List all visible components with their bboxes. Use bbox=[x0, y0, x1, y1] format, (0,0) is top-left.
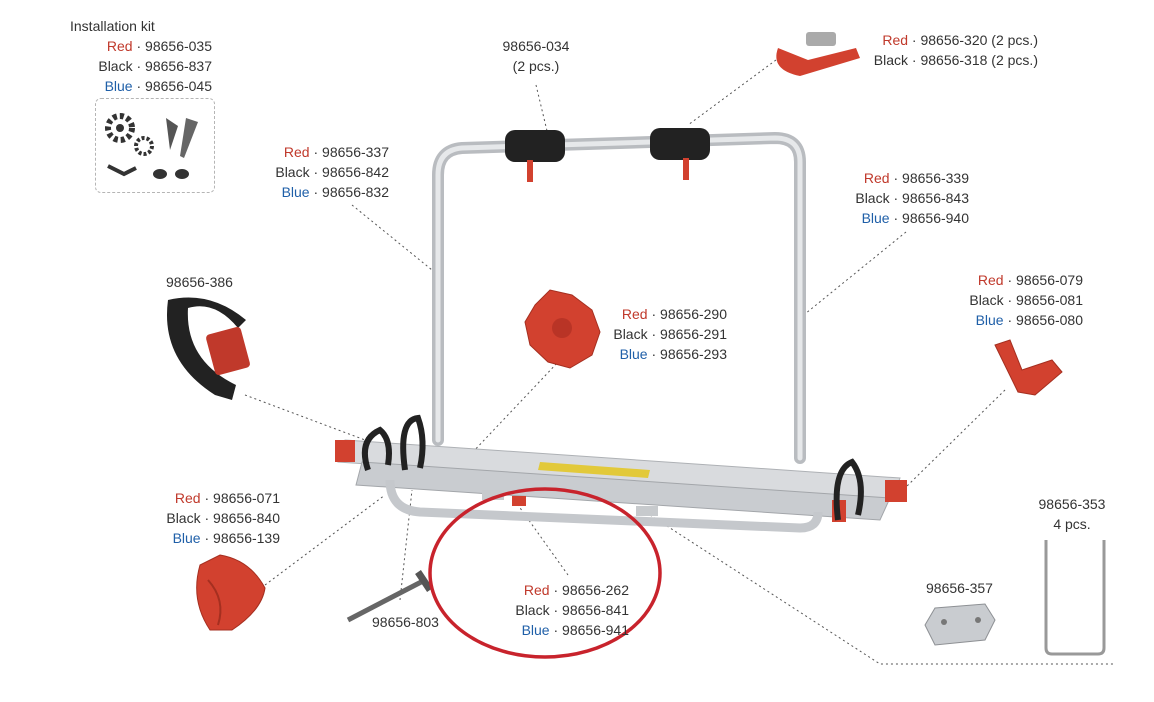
knob-label: Red · 98656-290 Black · 98656-291 Blue ·… bbox=[613, 306, 727, 362]
end-cap-color-blue: Blue bbox=[975, 312, 1004, 328]
highlight-code-black: 98656-841 bbox=[562, 602, 629, 618]
frame-right-color-blue: Blue bbox=[861, 210, 890, 226]
u-bolt-label: 98656-353 4 pcs. bbox=[1022, 494, 1122, 534]
plate-label: 98656-357 bbox=[926, 578, 993, 598]
frame-right-color-black: Black bbox=[855, 190, 890, 206]
wheel-cup-code-black: 98656-840 bbox=[213, 510, 280, 526]
u-bolt-code: 98656-353 bbox=[1038, 496, 1106, 512]
wheel-strap-label: 98656-386 bbox=[166, 272, 233, 292]
leader-strap-clamp bbox=[535, 84, 549, 136]
knob-code-red: 98656-290 bbox=[660, 306, 727, 322]
wheel-cup-color-red: Red bbox=[174, 490, 201, 506]
leader-wheel-strap bbox=[244, 394, 366, 441]
washer-icon bbox=[153, 169, 167, 179]
frame-left-code-black: 98656-842 bbox=[322, 164, 389, 180]
frame-left-code-red: 98656-337 bbox=[322, 144, 389, 160]
knob-color-blue: Blue bbox=[619, 346, 648, 362]
gear-icon-small bbox=[134, 136, 154, 156]
leader-bolt bbox=[399, 489, 413, 601]
knob-code-black: 98656-291 bbox=[660, 326, 727, 342]
holder-color-black: Black bbox=[873, 52, 909, 68]
installation-kit-box bbox=[95, 98, 215, 193]
wheel-cup-code-red: 98656-071 bbox=[213, 490, 280, 506]
wheel-cup-part bbox=[196, 554, 266, 631]
end-cap-code-blue: 98656-080 bbox=[1016, 312, 1083, 328]
bike-rack-frame bbox=[335, 128, 907, 533]
kit-color-red: Red bbox=[106, 38, 133, 54]
end-cap-code-black: 98656-081 bbox=[1016, 292, 1083, 308]
leader-u-bolt bbox=[649, 514, 1115, 665]
knob-code-blue: 98656-293 bbox=[660, 346, 727, 362]
installation-kit-icons bbox=[105, 113, 198, 179]
leader-frame-left bbox=[351, 204, 433, 271]
u-bolt-qty: 4 pcs. bbox=[1053, 516, 1091, 532]
wheel-cup-code-blue: 98656-139 bbox=[213, 530, 280, 546]
wheel-strap-part bbox=[166, 297, 250, 400]
end-cap-color-black: Black bbox=[969, 292, 1004, 308]
frame-left-color-red: Red bbox=[283, 144, 310, 160]
wheel-cup-color-blue: Blue bbox=[172, 530, 201, 546]
frame-left-code-blue: 98656-832 bbox=[322, 184, 389, 200]
kit-code-red: 98656-035 bbox=[145, 38, 212, 54]
end-cap-part bbox=[994, 339, 1063, 396]
frame-right-color-red: Red bbox=[863, 170, 890, 186]
highlight-code-red: 98656-262 bbox=[562, 582, 629, 598]
screw-icon-2 bbox=[180, 118, 198, 158]
holder-code-black: 98656-318 (2 pcs.) bbox=[920, 52, 1038, 68]
leader-knob bbox=[469, 359, 561, 456]
knob-color-black: Black bbox=[613, 326, 648, 342]
strap-clamp-qty: (2 pcs.) bbox=[512, 58, 560, 74]
bolt-label: 98656-803 bbox=[372, 612, 439, 632]
leader-end-cap bbox=[904, 389, 1006, 489]
holder-strap-part bbox=[776, 32, 860, 76]
strap-clamp-label: 98656-034 (2 pcs.) bbox=[486, 36, 586, 76]
end-cap-label: Red · 98656-079 Black · 98656-081 Blue ·… bbox=[969, 272, 1083, 328]
plate-code: 98656-357 bbox=[926, 580, 993, 596]
frame-left-color-black: Black bbox=[275, 164, 310, 180]
leader-holder-top bbox=[687, 59, 777, 126]
long-bolt-part bbox=[346, 570, 433, 623]
end-cap-color-red: Red bbox=[977, 272, 1004, 288]
leader-wheel-cup bbox=[264, 494, 386, 586]
highlight-color-black: Black bbox=[515, 602, 550, 618]
bolt-code: 98656-803 bbox=[372, 614, 439, 630]
leader-frame-right bbox=[799, 231, 907, 319]
frame-left-color-blue: Blue bbox=[281, 184, 310, 200]
frame-right-code-black: 98656-843 bbox=[902, 190, 969, 206]
kit-color-blue: Blue bbox=[104, 78, 133, 94]
washer-icon-2 bbox=[175, 169, 189, 179]
frame-right-code-blue: 98656-940 bbox=[902, 210, 969, 226]
knob-part bbox=[524, 289, 601, 369]
installation-kit-title: Installation kit bbox=[70, 18, 155, 34]
kit-color-black: Black bbox=[98, 58, 133, 74]
highlight-color-blue: Blue bbox=[521, 622, 550, 638]
knob-color-red: Red bbox=[621, 306, 648, 322]
kit-code-black: 98656-837 bbox=[145, 58, 212, 74]
chain-icon bbox=[107, 164, 137, 177]
frame-right-label: Red · 98656-339 Black · 98656-843 Blue ·… bbox=[855, 170, 969, 226]
frame-left-label: Red · 98656-337 Black · 98656-842 Blue ·… bbox=[275, 144, 389, 200]
installation-kit-label: Installation kit Red · 98656-035 Black ·… bbox=[70, 18, 212, 94]
gear-icon bbox=[105, 113, 135, 143]
wheel-strap-code: 98656-386 bbox=[166, 274, 233, 290]
strap-clamp-code: 98656-034 bbox=[502, 38, 570, 54]
wheel-cup-label: Red · 98656-071 Black · 98656-840 Blue ·… bbox=[166, 490, 280, 546]
holder-top-label: Red · 98656-320 (2 pcs.) Black · 98656-3… bbox=[873, 32, 1038, 68]
holder-color-red: Red bbox=[882, 32, 909, 48]
highlight-color-red: Red bbox=[523, 582, 550, 598]
end-cap-code-red: 98656-079 bbox=[1016, 272, 1083, 288]
highlight-circle bbox=[428, 487, 662, 659]
kit-code-blue: 98656-045 bbox=[145, 78, 212, 94]
plate-part bbox=[924, 603, 996, 646]
u-bolt-part bbox=[1044, 540, 1106, 656]
frame-right-code-red: 98656-339 bbox=[902, 170, 969, 186]
wheel-cup-color-black: Black bbox=[166, 510, 201, 526]
highlight-part-label: Red · 98656-262 Black · 98656-841 Blue ·… bbox=[515, 582, 629, 638]
holder-code-red: 98656-320 (2 pcs.) bbox=[920, 32, 1038, 48]
screw-icon bbox=[166, 118, 178, 150]
highlight-code-blue: 98656-941 bbox=[562, 622, 629, 638]
small-clip-part bbox=[512, 496, 526, 506]
